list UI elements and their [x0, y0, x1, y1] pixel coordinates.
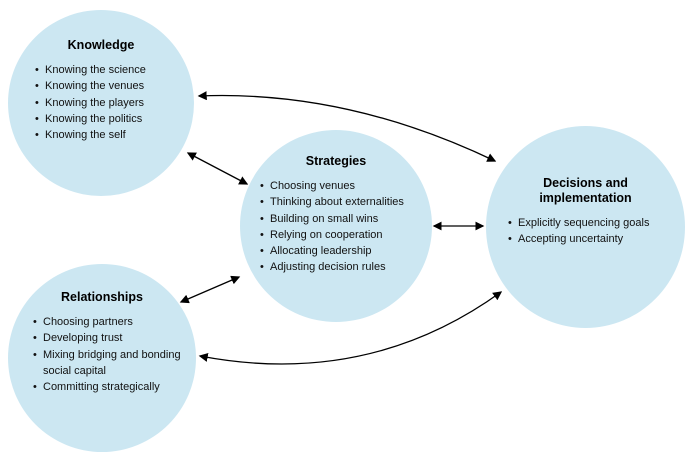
list-item: Knowing the politics	[35, 111, 186, 128]
list-item: Allocating leadership	[260, 243, 426, 260]
node-knowledge-title: Knowledge	[67, 38, 135, 52]
arrow-knowledge-strategies	[186, 152, 249, 185]
list-item: Choosing venues	[260, 178, 426, 195]
node-relationships: Relationships Choosing partners Developi…	[8, 264, 196, 452]
node-relationships-list: Choosing partners Developing trust Mixin…	[8, 314, 196, 396]
list-item: Choosing partners	[33, 314, 188, 331]
node-decisions-title: Decisions and implementation	[539, 176, 632, 205]
list-item: Adjusting decision rules	[260, 259, 426, 276]
list-item: Knowing the self	[35, 127, 186, 144]
list-item: Knowing the science	[35, 62, 186, 79]
list-item: Developing trust	[33, 330, 188, 347]
node-strategies: Strategies Choosing venues Thinking abou…	[240, 130, 432, 322]
list-item: Accepting uncertainty	[508, 231, 681, 248]
list-item: Building on small wins	[260, 211, 426, 228]
node-strategies-list: Choosing venues Thinking about externali…	[240, 178, 432, 276]
list-item: Thinking about externalities	[260, 194, 426, 211]
node-strategies-title: Strategies	[305, 154, 367, 168]
node-knowledge-list: Knowing the science Knowing the venues K…	[8, 62, 194, 144]
list-item: Mixing bridging and bonding social capit…	[33, 347, 188, 380]
list-item: Committing strategically	[33, 379, 188, 396]
node-decisions: Decisions and implementation Explicitly …	[486, 126, 685, 328]
node-decisions-list: Explicitly sequencing goals Accepting un…	[486, 215, 685, 248]
list-item: Relying on cooperation	[260, 227, 426, 244]
list-item: Explicitly sequencing goals	[508, 215, 681, 232]
list-item: Knowing the venues	[35, 78, 186, 95]
node-knowledge: Knowledge Knowing the science Knowing th…	[8, 10, 194, 196]
node-relationships-title: Relationships	[61, 290, 143, 304]
list-item: Knowing the players	[35, 95, 186, 112]
